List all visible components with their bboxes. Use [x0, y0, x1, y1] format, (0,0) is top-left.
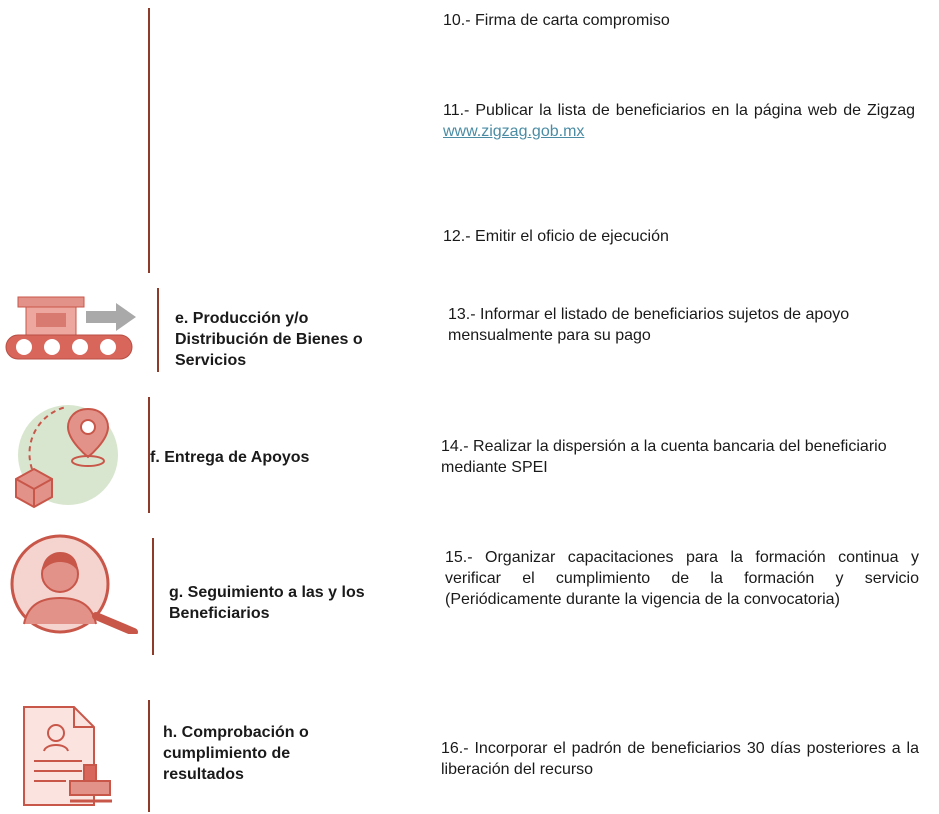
- zigzag-link[interactable]: www.zigzag.gob.mx: [443, 123, 585, 140]
- step-12: 12.- Emitir el oficio de ejecución: [443, 228, 669, 245]
- conveyor-belt-icon: [4, 295, 138, 360]
- stage-h-divider: [148, 700, 150, 812]
- step-15: 15.- Organizar capacitaciones para la fo…: [445, 549, 919, 608]
- top-divider: [148, 8, 150, 273]
- step-16: 16.- Incorporar el padrón de beneficiari…: [441, 740, 919, 778]
- stage-e-label: e. Producción y/o Distribución de Bienes…: [175, 310, 363, 369]
- step-10: 10.- Firma de carta compromiso: [443, 12, 670, 29]
- document-stamp-icon: [4, 705, 128, 809]
- stage-f-divider: [148, 397, 150, 513]
- step-11: 11.- Publicar la lista de beneficiarios …: [443, 100, 915, 142]
- stage-g-label: g. Seguimiento a las y los Beneficiarios: [169, 584, 365, 622]
- stage-h-label: h. Comprobación o cumplimiento de result…: [163, 724, 309, 783]
- person-search-icon: [2, 532, 140, 636]
- step-14: 14.- Realizar la dispersión a la cuenta …: [441, 438, 887, 476]
- delivery-location-icon: [10, 397, 120, 509]
- step-13: 13.- Informar el listado de beneficiario…: [448, 306, 850, 344]
- step-11-text: 11.- Publicar la lista de beneficiarios …: [443, 102, 915, 119]
- stage-e-divider: [157, 288, 159, 372]
- stage-g-divider: [152, 538, 154, 655]
- stage-f-label: f. Entrega de Apoyos: [150, 449, 310, 466]
